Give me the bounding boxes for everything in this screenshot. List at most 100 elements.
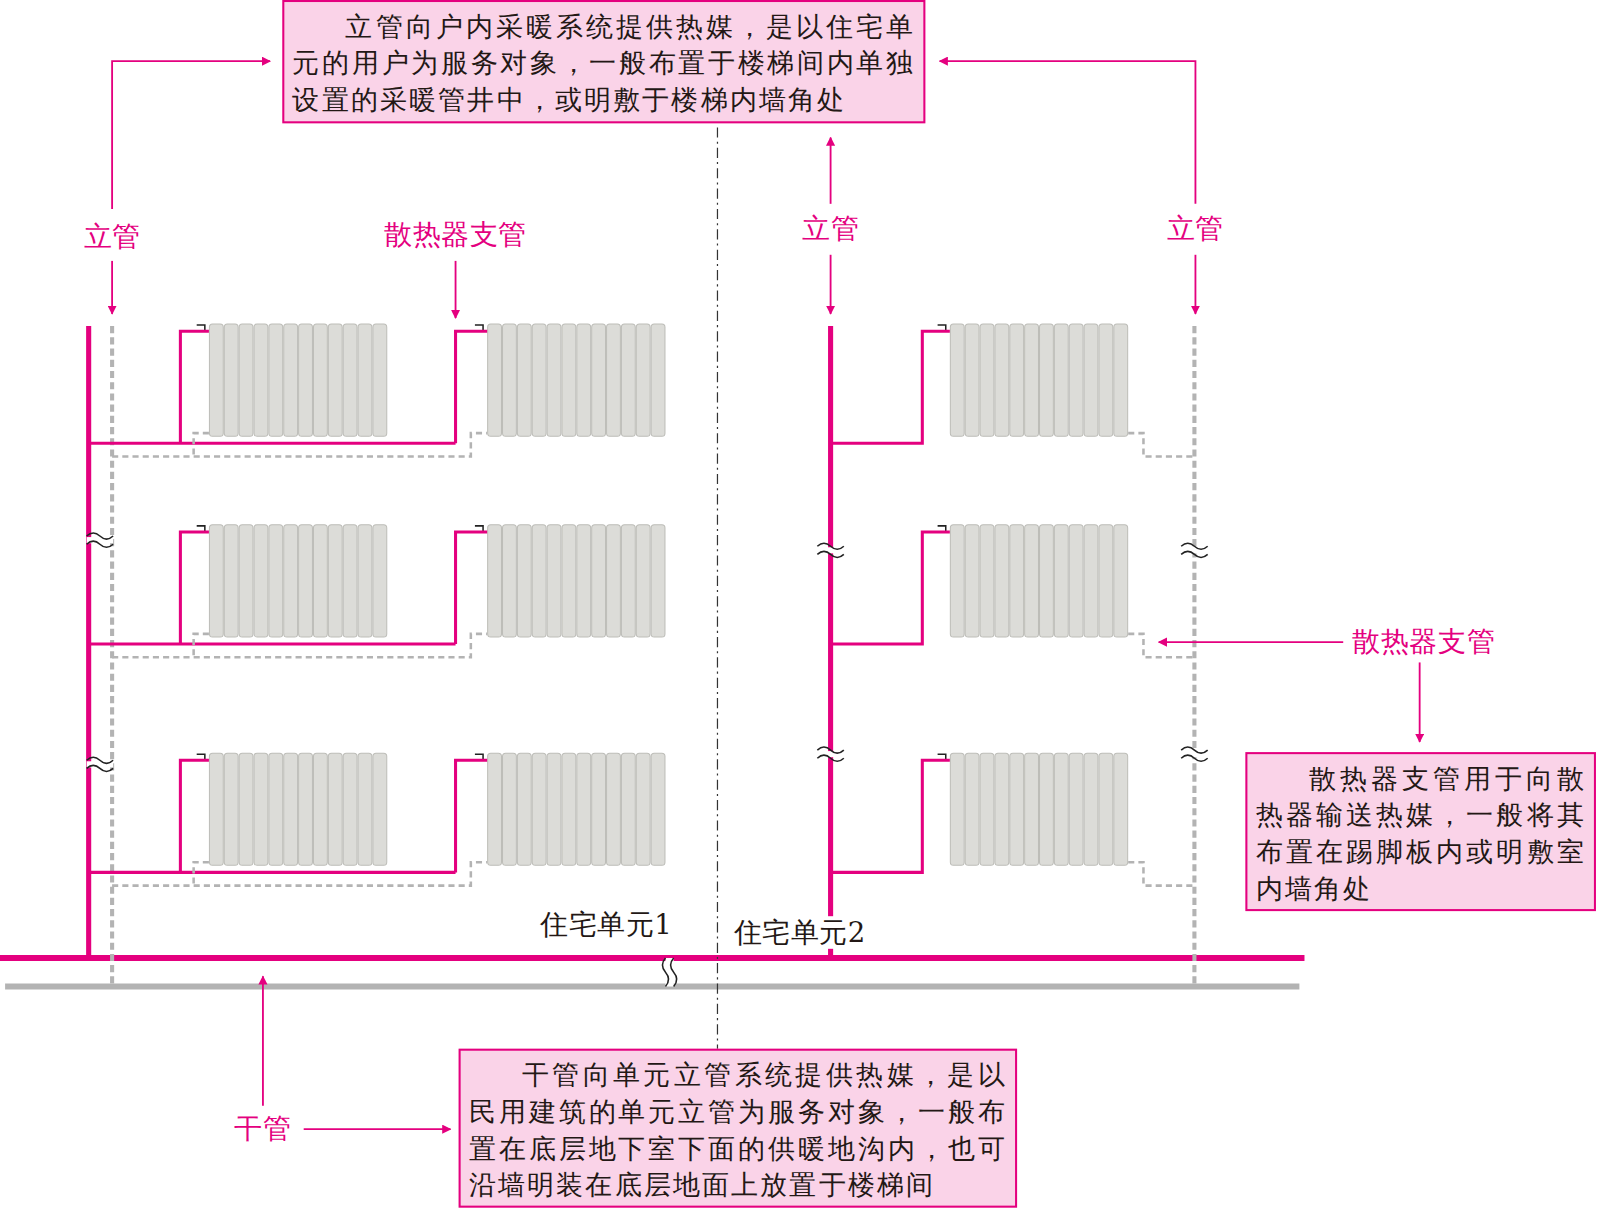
radiator-section	[1054, 324, 1068, 436]
radiator-section	[313, 525, 327, 637]
radiator-section	[950, 753, 964, 865]
radiator-section	[547, 525, 561, 637]
part-label: 散热器支管	[1349, 626, 1498, 659]
radiator-section	[269, 324, 283, 436]
radiator-section	[488, 525, 502, 637]
radiator-return-branch	[112, 862, 487, 885]
radiator	[488, 525, 665, 637]
leader-arrow	[262, 976, 264, 1105]
radiator-section	[1025, 525, 1039, 637]
radiator-section	[1099, 324, 1113, 436]
radiator-section	[373, 525, 387, 637]
leader-arrow	[940, 61, 1196, 204]
radiator-section	[965, 324, 979, 436]
radiator-supply-branch	[831, 331, 950, 443]
radiator-section	[269, 753, 283, 865]
return-riser	[1192, 326, 1196, 986]
radiator-supply-branch	[180, 331, 209, 443]
radiator-section	[1069, 525, 1083, 637]
radiator-section	[517, 525, 531, 637]
radiator-section	[980, 525, 994, 637]
leader-arrow	[1195, 255, 1197, 314]
radiator-section	[313, 324, 327, 436]
leader-arrow	[1419, 662, 1421, 741]
radiator-section	[209, 753, 223, 865]
radiator-section	[995, 753, 1009, 865]
radiator-section	[503, 525, 517, 637]
radiator-section	[254, 324, 268, 436]
radiator-section	[1040, 525, 1054, 637]
part-label: 立管	[1164, 213, 1227, 246]
radiator-section	[224, 753, 238, 865]
radiator-section	[239, 324, 253, 436]
part-label: 立管	[799, 213, 862, 246]
radiator-supply-branch	[89, 442, 456, 445]
radiator-section	[1010, 525, 1024, 637]
radiator-return-branch	[194, 634, 209, 657]
radiator-section	[995, 324, 1009, 436]
radiator-section	[328, 525, 342, 637]
break-symbol	[817, 543, 843, 557]
radiator-section	[284, 753, 298, 865]
radiator-section	[532, 324, 546, 436]
radiator-section	[547, 324, 561, 436]
radiator-section	[358, 753, 372, 865]
radiator-section	[607, 753, 621, 865]
radiator	[488, 324, 665, 436]
radiator-supply-branch	[89, 643, 456, 646]
radiator-supply-branch	[89, 871, 456, 874]
radiator-section	[995, 525, 1009, 637]
radiator-section	[607, 525, 621, 637]
radiator-section	[562, 753, 576, 865]
radiator-return-branch	[194, 862, 209, 885]
radiator-section	[313, 753, 327, 865]
break-gap	[665, 958, 673, 987]
radiator-supply-branch	[831, 760, 950, 872]
callout-box: 散热器支管用于向散热器输送热媒，一般将其布置在踢脚板内或明敷室内墙角处	[1245, 752, 1596, 911]
supply-riser	[86, 326, 91, 958]
radiator-section	[373, 324, 387, 436]
radiator-section	[980, 753, 994, 865]
callout-text: 干管向单元立管系统提供热媒，是以民用建筑的单元立管为服务对象，一般布置在底层地下…	[469, 1057, 1007, 1204]
radiator-section	[1054, 525, 1068, 637]
callout-box: 干管向单元立管系统提供热媒，是以民用建筑的单元立管为服务对象，一般布置在底层地下…	[459, 1049, 1017, 1208]
radiator-section	[209, 324, 223, 436]
radiator	[950, 324, 1127, 436]
radiator-section	[532, 753, 546, 865]
radiator-section	[328, 753, 342, 865]
break-symbol	[1181, 747, 1207, 761]
supply-riser	[828, 326, 833, 958]
radiator-section	[621, 525, 635, 637]
radiator-section	[1025, 753, 1039, 865]
return-main	[5, 983, 1299, 989]
radiator-section	[1114, 324, 1128, 436]
radiator-section	[358, 525, 372, 637]
radiator-section	[965, 753, 979, 865]
radiator-section	[1069, 753, 1083, 865]
part-label: 散热器支管	[381, 218, 530, 251]
radiator-section	[343, 525, 357, 637]
radiator-section	[621, 753, 635, 865]
radiator-return-branch	[1128, 634, 1194, 657]
radiator-section	[1069, 324, 1083, 436]
radiator-section	[1025, 324, 1039, 436]
radiator-section	[517, 324, 531, 436]
leader-arrow	[112, 61, 270, 209]
leader-arrow	[111, 261, 113, 314]
radiator-section	[373, 753, 387, 865]
radiator-section	[1010, 753, 1024, 865]
radiator-section	[965, 525, 979, 637]
radiator-section	[284, 525, 298, 637]
radiator-section	[299, 525, 313, 637]
radiator-section	[1099, 525, 1113, 637]
radiator-section	[328, 324, 342, 436]
radiator-section	[636, 525, 650, 637]
radiator-section	[577, 525, 591, 637]
radiator	[488, 753, 665, 865]
radiator-section	[254, 753, 268, 865]
radiator	[209, 324, 386, 436]
radiator-section	[224, 324, 238, 436]
radiator-section	[503, 324, 517, 436]
radiator-section	[488, 753, 502, 865]
break-symbol	[1181, 543, 1207, 557]
